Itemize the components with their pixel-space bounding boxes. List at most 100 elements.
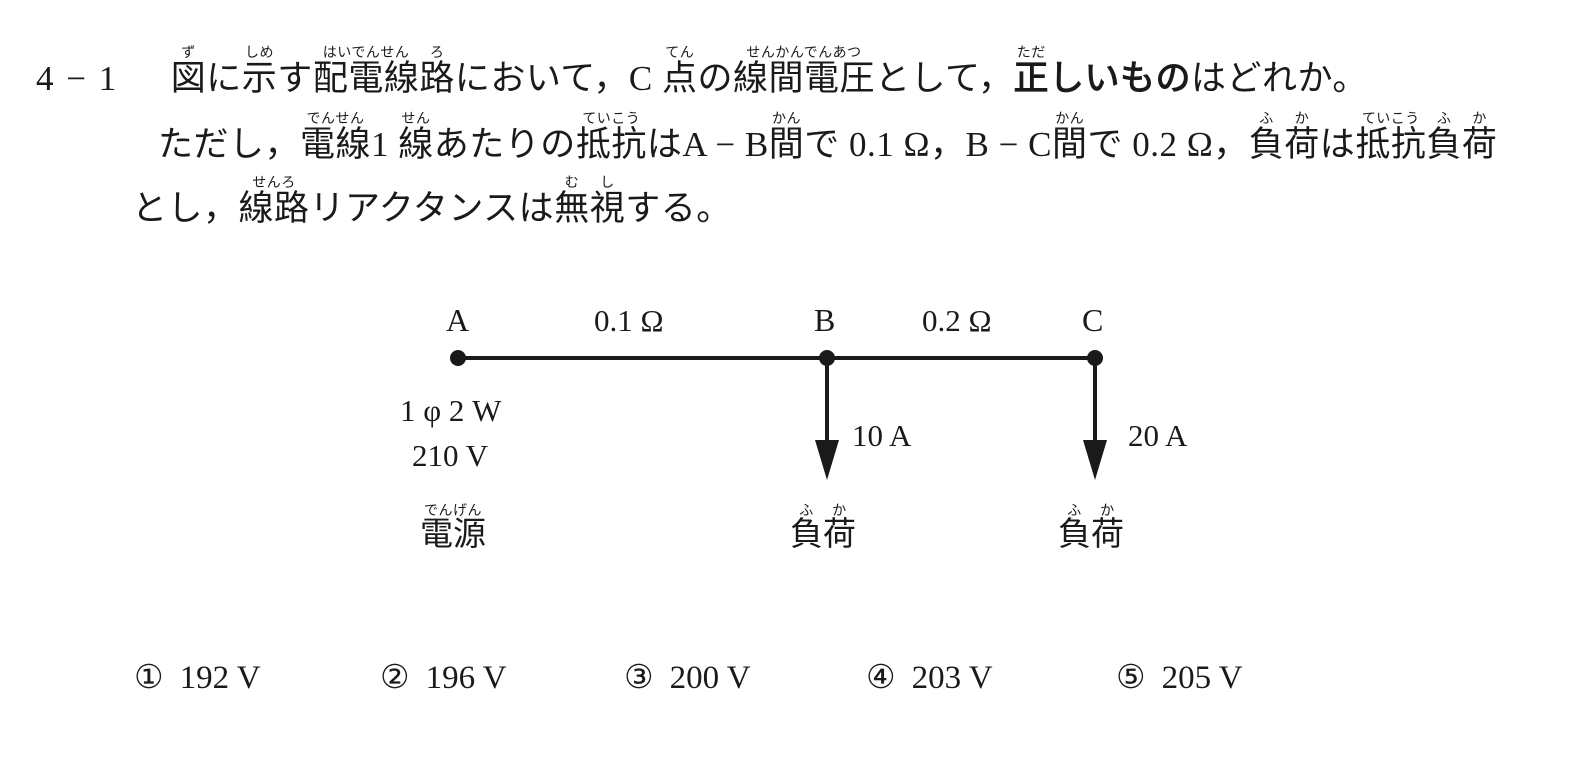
node-label-b: B: [814, 302, 836, 338]
ruby-furigana: でんせん: [300, 110, 372, 126]
answer-choice-4-label: 203 V: [911, 660, 993, 696]
load-name-label-b: 負ふ荷か: [790, 502, 856, 552]
answer-choice-4[interactable]: ④ 203 V: [866, 662, 993, 695]
ruby-segment: 荷か: [1284, 111, 1320, 164]
ruby-base: 点: [661, 59, 698, 98]
text-segment: は: [1319, 125, 1356, 164]
ruby-furigana: ふ: [1426, 110, 1462, 126]
ruby-furigana: ろ: [419, 44, 455, 60]
ruby-segment: 線間電圧せんかんでんあつ: [732, 45, 875, 98]
question-line-3: とし，線路せんろリアクタンスは無む視しする。: [132, 174, 732, 226]
load-c-ruby-2: 荷か: [1091, 503, 1124, 553]
question-line-2: ただし，電線でんせん1 線せんあたりの抵抗ていこうはA − B間かんで 0.1 …: [158, 110, 1497, 162]
ruby-segment: 電線でんせん: [300, 111, 372, 164]
text-segment: とし，: [132, 189, 239, 228]
load-b-ruby-1: 負ふ: [790, 503, 823, 553]
current-label-b: 10 A: [852, 418, 912, 453]
load-c-char-2: 荷: [1091, 517, 1124, 553]
ruby-furigana: しめ: [241, 44, 278, 60]
text-segment: の: [697, 59, 733, 98]
ruby-segment: 点てん: [661, 45, 698, 98]
ruby-furigana: む: [554, 174, 590, 190]
answer-choice-3-label: 200 V: [669, 660, 751, 696]
question-line-3-text: とし，線路せんろリアクタンスは無む視しする。: [132, 175, 732, 228]
answer-choice-2[interactable]: ② 196 V: [380, 662, 507, 695]
ruby-base: 示: [241, 59, 278, 98]
question-number: 4 − 1: [36, 59, 119, 98]
source-name-label: 電源でんげん: [420, 502, 486, 552]
load-b-char-1: 負: [790, 517, 823, 553]
source-name-text: 電源: [420, 517, 486, 553]
source-system-label: 1 φ 2 W: [400, 393, 502, 428]
ruby-base: 負: [1248, 125, 1285, 164]
ruby-base: 間: [1051, 125, 1088, 164]
text-segment: において，C: [454, 59, 662, 98]
ruby-base: 荷: [1461, 125, 1498, 164]
question-line-2-text: ただし，電線でんせん1 線せんあたりの抵抗ていこうはA − B間かんで 0.1 …: [158, 111, 1498, 164]
ruby-base: 線: [398, 125, 434, 164]
resistance-label-bc: 0.2 Ω: [922, 303, 992, 338]
ruby-furigana: はいでんせん: [312, 44, 420, 60]
question-line-1-text: 図ずに示しめす配電線はいでんせん路ろにおいて，C 点てんの線間電圧せんかんでんあ…: [171, 45, 1368, 98]
ruby-furigana: かん: [1051, 110, 1088, 126]
ruby-furigana: てん: [661, 44, 698, 60]
ruby-segment: 間かん: [1051, 111, 1088, 164]
text-segment: す: [277, 59, 313, 98]
answer-choice-2-label: 196 V: [425, 660, 507, 696]
answer-choice-1-label: 192 V: [179, 660, 261, 696]
text-segment: しいもの: [1049, 59, 1192, 98]
current-label-c: 20 A: [1128, 418, 1188, 453]
ruby-base: 線路: [238, 189, 310, 228]
text-segment: として，: [875, 59, 1014, 98]
circuit-diagram: A B C 0.1 Ω 0.2 Ω 1 φ 2 W 210 V 電源でんげん 1…: [0, 280, 1589, 570]
source-voltage-label: 210 V: [412, 438, 489, 473]
ruby-base: 線間電圧: [732, 59, 875, 98]
answer-choice-4-marker: ④: [866, 660, 896, 696]
ruby-base: 視: [589, 189, 626, 228]
load-arrowhead-b: [815, 440, 839, 480]
answer-choice-2-marker: ②: [380, 660, 410, 696]
ruby-segment: 抵抗ていこう: [576, 111, 647, 164]
answer-choice-1[interactable]: ① 192 V: [134, 662, 261, 695]
load-b-furigana-2: か: [823, 502, 856, 518]
ruby-furigana: ていこう: [1355, 110, 1427, 126]
load-c-furigana-1: ふ: [1058, 502, 1091, 518]
text-segment: はどれか。: [1191, 59, 1368, 98]
load-c-ruby-1: 負ふ: [1058, 503, 1091, 553]
ruby-segment: 図ず: [171, 45, 207, 98]
ruby-furigana: かん: [768, 110, 805, 126]
ruby-base: 電線: [300, 125, 372, 164]
text-segment: に: [206, 59, 242, 98]
ruby-furigana: ていこう: [575, 110, 647, 126]
ruby-furigana: し: [589, 174, 626, 190]
load-c-char-1: 負: [1058, 517, 1091, 553]
node-label-a: A: [446, 302, 470, 338]
answer-choice-3[interactable]: ③ 200 V: [624, 662, 751, 695]
circuit-diagram-svg: [450, 350, 1107, 480]
ruby-segment: 示しめ: [241, 45, 278, 98]
text-segment: する。: [625, 189, 732, 228]
ruby-furigana: せんかんでんあつ: [732, 44, 875, 60]
text-segment: で 0.1 Ω，B − C: [804, 125, 1052, 164]
ruby-segment: 抵抗ていこう: [1355, 111, 1426, 164]
ruby-base: 無: [554, 189, 590, 228]
answer-choice-5-label: 205 V: [1161, 660, 1243, 696]
load-arrowhead-c: [1083, 440, 1107, 480]
ruby-segment: 荷か: [1461, 111, 1498, 164]
source-name-ruby: 電源でんげん: [420, 503, 486, 553]
ruby-segment: 負ふ: [1426, 111, 1462, 164]
answer-choice-3-marker: ③: [624, 660, 654, 696]
load-name-label-c: 負ふ荷か: [1058, 502, 1124, 552]
node-label-c: C: [1082, 302, 1104, 338]
ruby-segment: 負ふ: [1248, 111, 1285, 164]
answer-choice-1-marker: ①: [134, 660, 164, 696]
ruby-furigana: ふ: [1248, 110, 1285, 126]
text-segment: リアクタンスは: [309, 189, 555, 228]
ruby-base: 負: [1426, 125, 1462, 164]
source-name-furigana: でんげん: [420, 502, 486, 518]
ruby-segment: 間かん: [769, 111, 805, 164]
load-b-char-2: 荷: [823, 517, 856, 553]
load-c-furigana-2: か: [1091, 502, 1124, 518]
